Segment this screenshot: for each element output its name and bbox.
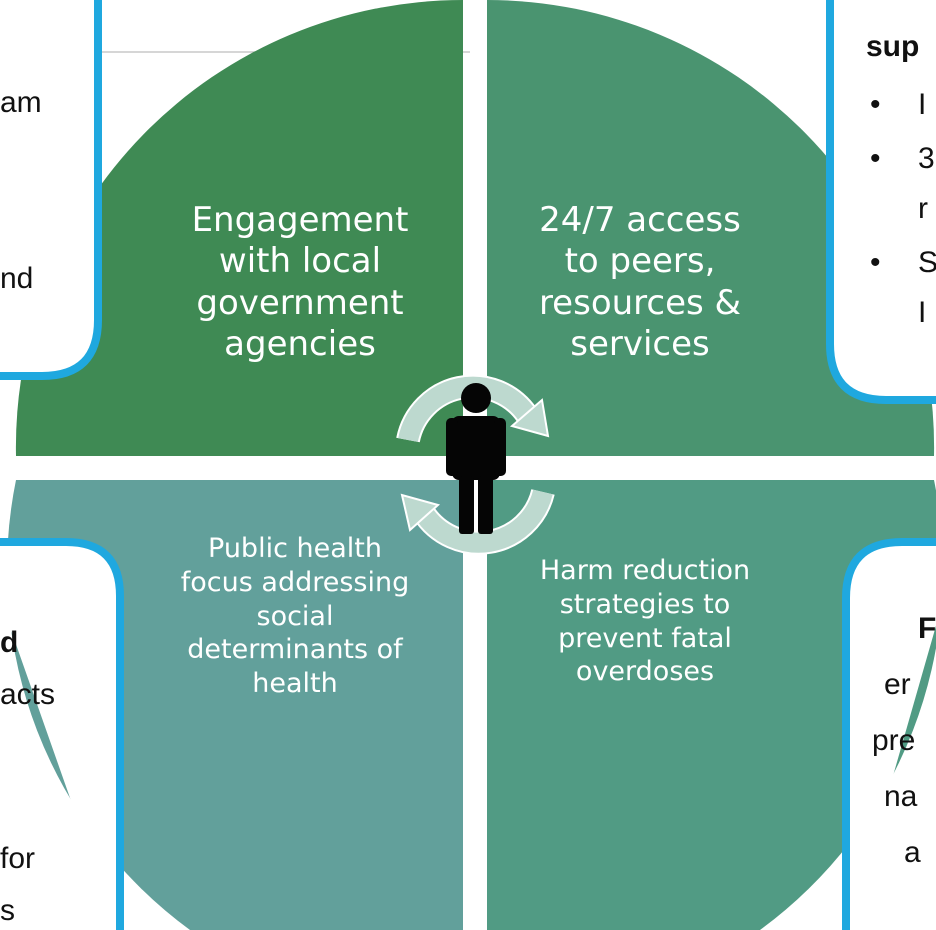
side-box-top-right-bullet-3b: I [918,296,927,329]
label-line: services [570,324,710,365]
side-box-top-left-text-2: nd [0,262,34,295]
side-box-bottom-left [0,538,124,930]
label-line: determinants of [187,634,403,666]
cycle-arrows-icon [396,374,555,555]
side-box-bottom-right-text-3: pre [872,724,916,757]
side-box-bottom-left-text-4: s [0,894,15,927]
label-line: to peers, [564,241,716,282]
label-line: agencies [224,324,376,365]
side-box-top-right [826,0,936,404]
side-box-bottom-right-text-2: er [884,668,911,701]
label-line: Engagement [191,200,409,240]
quadrant-bottom-right-label: Harm reduction strategies to prevent fat… [495,554,795,689]
side-box-bottom-right-text-5: a [904,836,921,869]
side-box-top-right-bullet-3: S [918,246,936,279]
side-box-bottom-left-text-3: for [0,842,36,875]
side-box-top-right-heading: sup [866,30,920,63]
side-box-top-right-bullet-1: I [918,88,927,121]
side-box-bottom-right-text-4: na [884,780,918,813]
quadrant-top-right-label: 24/7 access to peers, resources & servic… [490,200,790,366]
label-line: 24/7 access [539,200,741,240]
bullet-icon: • [870,142,881,175]
label-line: resources & [538,282,742,323]
label-line: government [196,282,404,323]
label-line: overdoses [575,656,715,688]
quadrant-bottom-right [487,480,936,930]
quadrant-bottom-left-label: Public health focus addressing social de… [140,532,450,701]
bullet-icon: • [870,246,881,279]
side-box-top-right-bullet-2: 3 [918,142,935,175]
side-box-top-right-bullet-2b: r [918,192,928,225]
side-box-bottom-right [842,538,936,930]
label-line: strategies to [559,588,731,620]
side-box-bottom-right-text-1: F [918,612,936,645]
person-icon [446,383,506,534]
label-line: health [252,668,338,699]
side-box-bottom-left-text-2: acts [0,678,56,711]
label-line: focus addressing [180,566,410,598]
side-box-top-left-text-1: am [0,86,42,119]
label-line: with local [218,241,382,282]
side-box-bottom-left-text-1: d [0,626,19,659]
quadrant-top-right [487,0,935,456]
label-line: social [256,600,334,632]
label-line: prevent fatal [558,622,732,654]
quadrant-top-left-label: Engagement with local government agencie… [150,200,450,366]
side-box-top-left [0,0,102,380]
label-line: Harm reduction [539,555,751,586]
quadrant-top-left [15,0,463,456]
label-line: Public health [208,533,382,564]
bullet-icon: • [870,88,881,121]
